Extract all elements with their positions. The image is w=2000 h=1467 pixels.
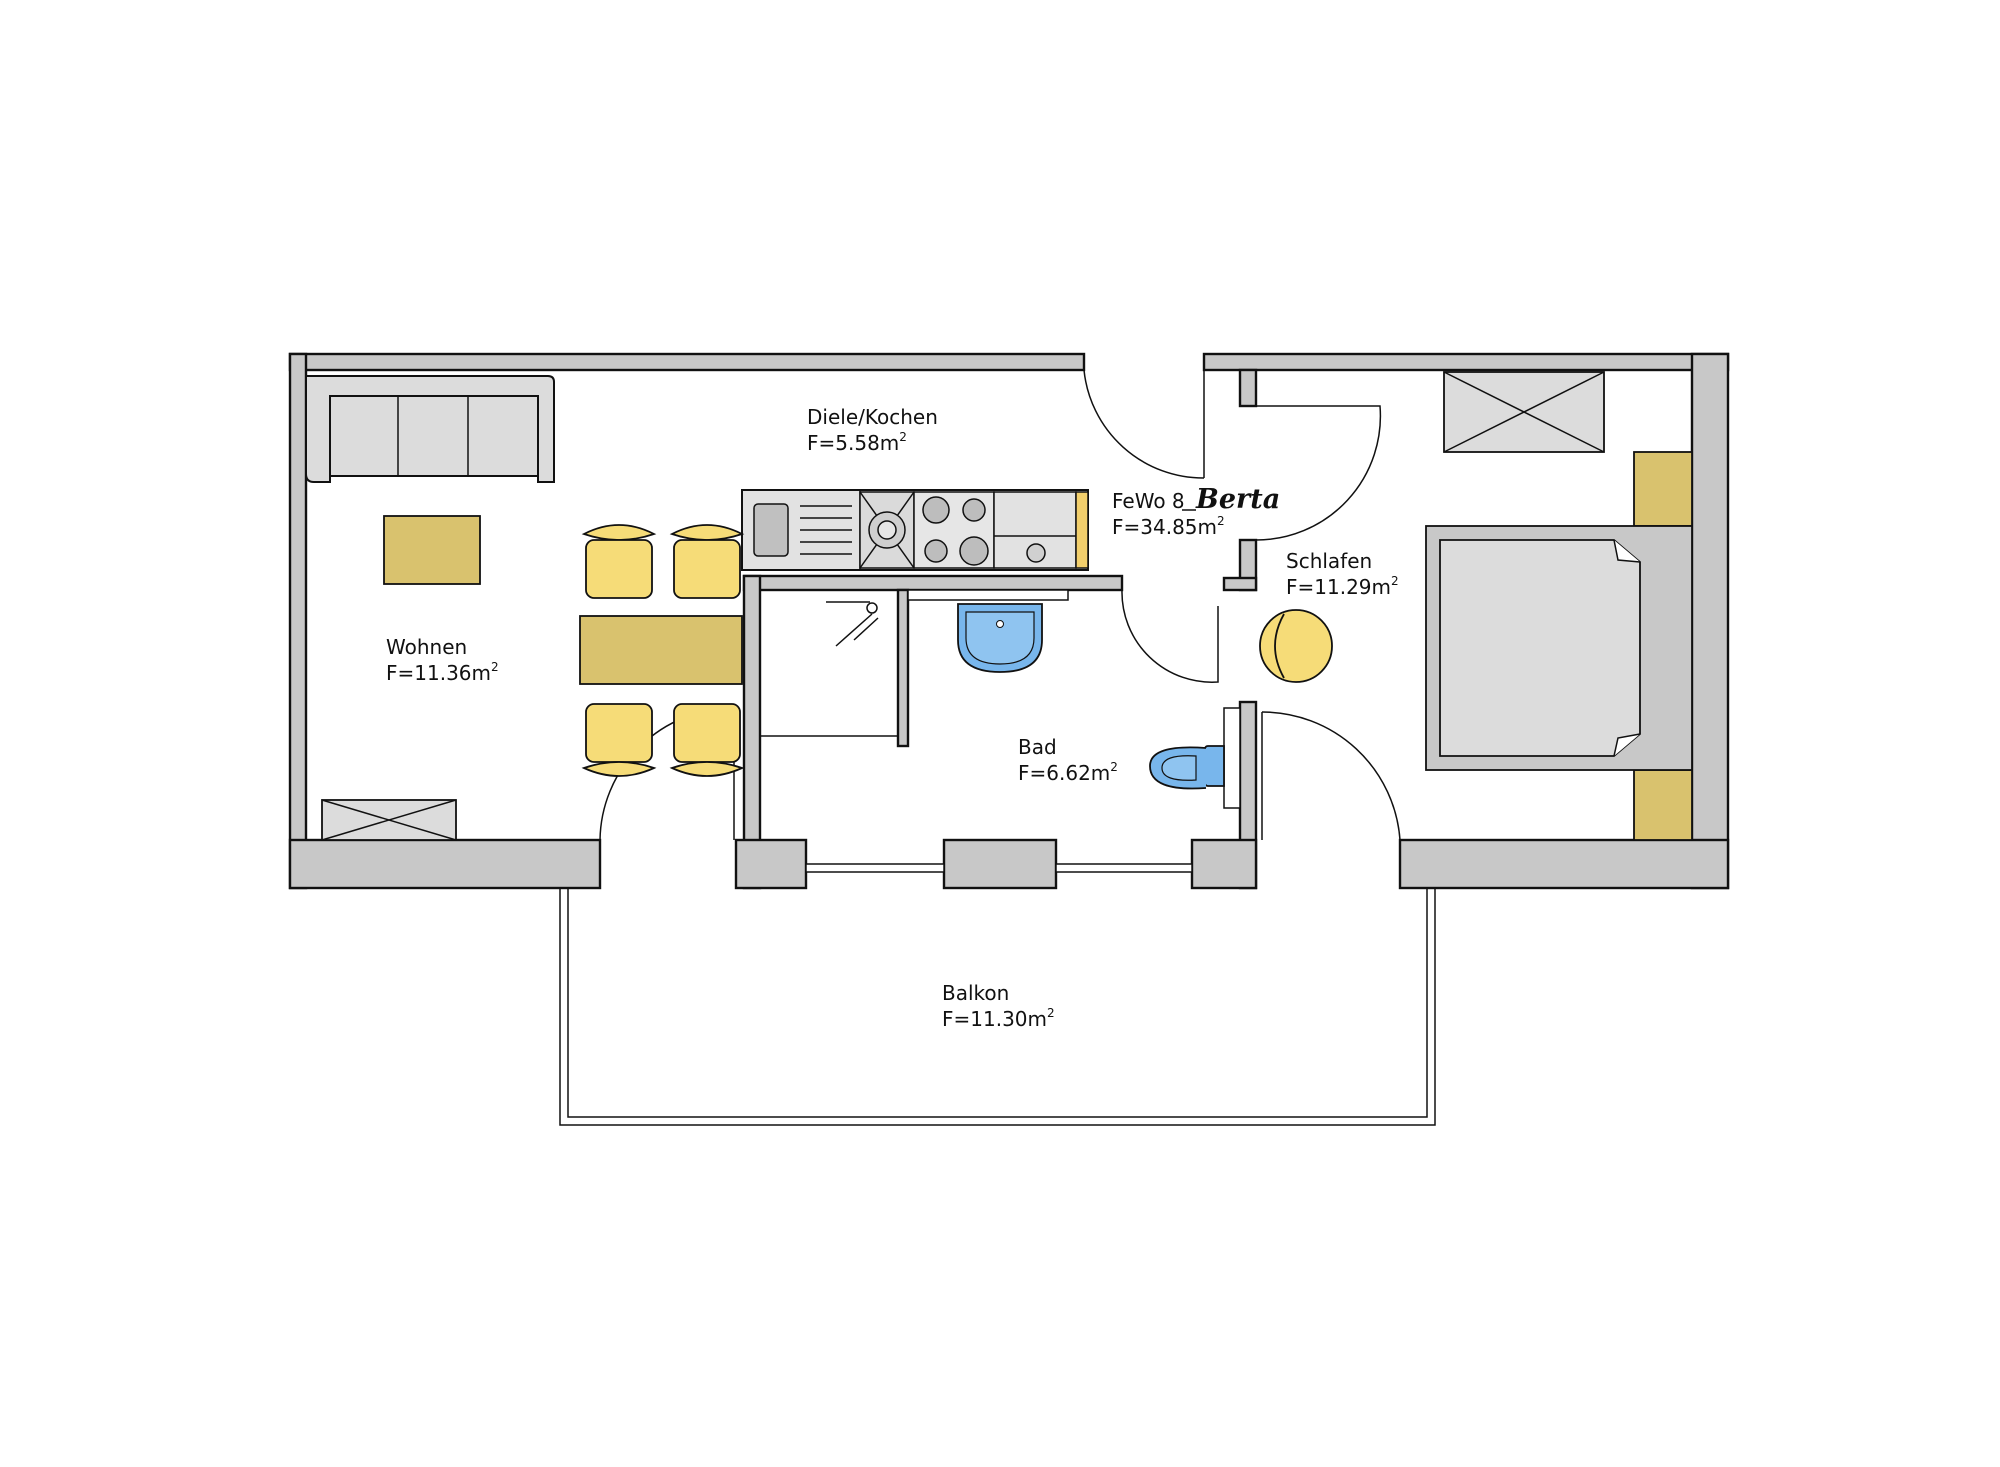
shower	[760, 601, 898, 737]
coffee-table	[383, 515, 481, 585]
wall-bath-top	[742, 574, 1124, 592]
wall-bedroom-nib	[1222, 576, 1258, 592]
room-name-schlafen: Schlafen	[1286, 549, 1372, 573]
room-name-balkon: Balkon	[942, 981, 1009, 1005]
drainboard	[800, 505, 852, 555]
wardrobe	[1443, 371, 1605, 453]
room-area-wohnen: F=11.36m2	[386, 660, 499, 685]
shower-partition-top	[907, 589, 1069, 601]
unit-name: FeWo 8	[1112, 489, 1185, 513]
room-area-schlafen: F=11.29m2	[1286, 574, 1399, 599]
wall-bottom-left	[288, 838, 602, 890]
chair-bottom-left	[581, 703, 657, 777]
chair-bottom-right	[669, 703, 745, 777]
wall-stub-entrance	[1238, 368, 1258, 408]
nightstand-top	[1633, 451, 1693, 527]
room-name-bad: Bad	[1018, 735, 1057, 759]
wall-right	[1690, 352, 1730, 890]
room-area-bad: F=6.62m2	[1018, 760, 1118, 785]
wall-bath-pier-left	[734, 838, 808, 890]
wall-left	[288, 352, 308, 890]
wall-top-left	[288, 352, 1086, 372]
cabinet-living	[321, 799, 457, 841]
sofa	[305, 375, 555, 483]
unit-brand: Berta	[1195, 484, 1280, 515]
unit-area: F=34.85m2	[1112, 514, 1225, 539]
room-name-wohnen: Wohnen	[386, 635, 467, 659]
chair-top-left	[581, 524, 657, 599]
kitchen-counter	[741, 489, 1089, 571]
nightstand-bottom	[1633, 769, 1693, 841]
toilet-icon	[1149, 707, 1241, 809]
walls	[288, 352, 1730, 890]
balcony-railing	[559, 885, 1436, 1126]
shower-head-icon	[866, 602, 878, 614]
bed	[1425, 525, 1693, 771]
dining-table	[579, 615, 743, 685]
dining-chairs	[581, 524, 745, 777]
room-area-diele-kochen: F=5.58m2	[807, 430, 907, 455]
room-area-balkon: F=11.30m2	[942, 1006, 1055, 1031]
chair-top-right	[669, 524, 745, 599]
sink-icon	[753, 503, 789, 557]
wall-bottom-right	[1398, 838, 1730, 890]
wall-top-right	[1202, 352, 1730, 372]
wall-bath-pier-middle	[942, 838, 1058, 890]
wall-shower-partition	[896, 588, 910, 748]
wall-bath-pier-right	[1190, 838, 1258, 890]
bath-windows	[805, 863, 1193, 873]
room-name-diele-kochen: Diele/Kochen	[807, 405, 938, 429]
armchair	[1259, 609, 1333, 683]
washbasin-icon	[957, 603, 1043, 673]
